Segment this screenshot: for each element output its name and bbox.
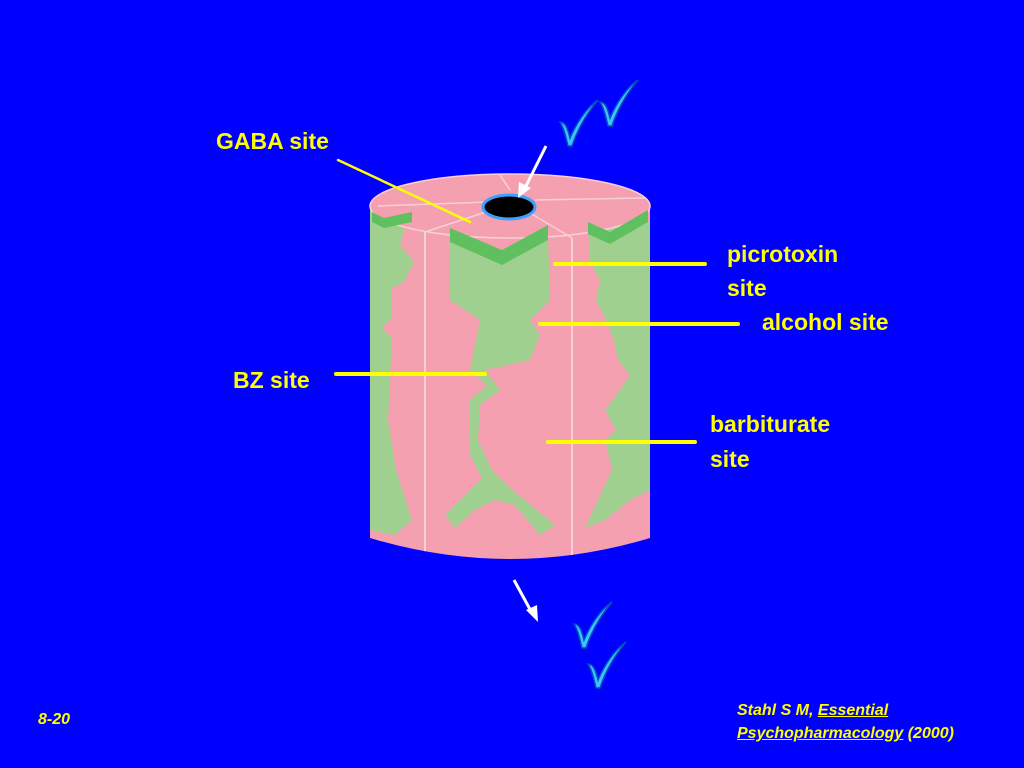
picrotoxin-site-label-line2: site bbox=[727, 275, 767, 301]
gaba-site-label: GABA site bbox=[216, 128, 329, 154]
citation-line1: Stahl S M, Essential bbox=[737, 699, 888, 723]
subunit-left-pattern bbox=[370, 210, 414, 535]
barbiturate-site-label-line2: site bbox=[710, 446, 750, 472]
gaba-binding-site-left bbox=[372, 212, 412, 228]
slide-number: 8-20 bbox=[38, 711, 71, 728]
check-mark-icon bbox=[558, 99, 599, 147]
citation-year: (2000) bbox=[903, 725, 954, 742]
subunit-center-pattern bbox=[445, 238, 555, 535]
check-mark-icon bbox=[598, 79, 639, 127]
leader-lines bbox=[334, 158, 740, 444]
alcohol-site-label: alcohol site bbox=[762, 309, 889, 335]
bz-site-label: BZ site bbox=[233, 367, 310, 393]
arrow-icon bbox=[512, 579, 538, 622]
citation-title-part2: Psychopharmacology bbox=[737, 725, 904, 742]
citation-author: Stahl S M, bbox=[737, 702, 818, 719]
citation-title-part1: Essential bbox=[817, 702, 889, 719]
check-mark-icon bbox=[586, 641, 627, 689]
receptor-cylinder bbox=[369, 173, 651, 559]
citation-line2: Psychopharmacology (2000) bbox=[737, 722, 954, 746]
gaba-leader-line bbox=[336, 158, 472, 224]
chloride-channel-pore bbox=[481, 193, 537, 221]
picrotoxin-site-label-line1: picrotoxin bbox=[727, 241, 839, 267]
check-mark-icon bbox=[572, 601, 613, 649]
arrow-icon bbox=[518, 145, 548, 198]
gaba-binding-site-right bbox=[588, 210, 648, 244]
gaba-binding-site-center bbox=[450, 225, 548, 265]
barbiturate-site-label-line1: barbiturate bbox=[710, 411, 831, 437]
subunit-right-pattern bbox=[585, 222, 650, 528]
